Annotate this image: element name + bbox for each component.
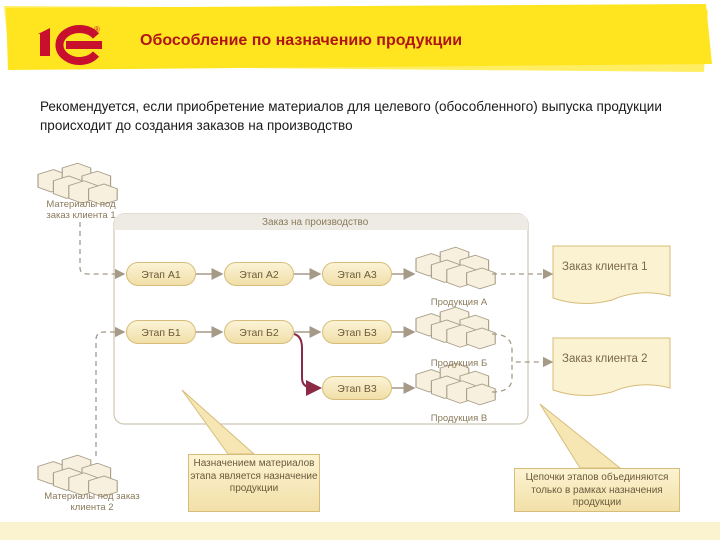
customer-order-1: Заказ клиента 1 [562, 261, 648, 273]
stage-a1: Этап А1 [126, 262, 196, 286]
customer-order-2: Заказ клиента 2 [562, 353, 648, 365]
order-1-doc [552, 245, 671, 304]
stage-a3: Этап А3 [322, 262, 392, 286]
product-b-label: Продукция Б [430, 358, 488, 369]
materials-1-label: Материалы под заказ клиента 1 [46, 199, 116, 221]
product-a-label: Продукция А [430, 297, 488, 308]
stage-b2: Этап Б2 [224, 320, 294, 344]
stage-c3: Этап В3 [322, 376, 392, 400]
1c-logo: ® [38, 25, 102, 65]
svg-text:®: ® [94, 25, 100, 34]
materials-2-label: Материалы под заказ клиента 2 [44, 491, 140, 513]
callout-stage-materials: Назначением материалов этапа является на… [188, 454, 320, 512]
page-title: Обособление по назначению продукции [140, 32, 463, 49]
product-c-label: Продукция В [430, 413, 488, 424]
stage-b1: Этап Б1 [126, 320, 196, 344]
production-order-label: Заказ на производство [262, 217, 369, 228]
callout-stage-chains: Цепочки этапов объединяются только в рам… [514, 468, 680, 512]
page-subtitle: Рекомендуется, если приобретение материа… [40, 99, 662, 133]
order-2-doc [552, 337, 671, 396]
stage-b3: Этап Б3 [322, 320, 392, 344]
stage-a2: Этап А2 [224, 262, 294, 286]
header-banner [4, 4, 712, 72]
footer-strip [0, 522, 720, 540]
